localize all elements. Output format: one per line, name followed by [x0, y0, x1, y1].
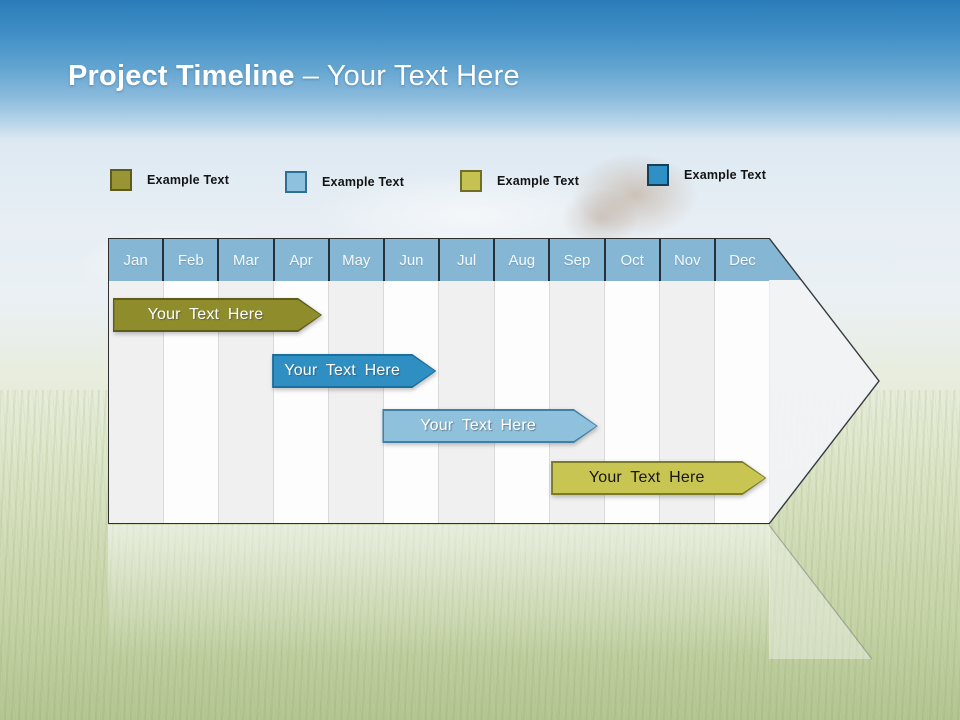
month-header-jul: Jul	[440, 239, 496, 281]
month-header-aug: Aug	[495, 239, 551, 281]
legend-swatch-icon	[285, 171, 307, 193]
legend-item-1: Example Text	[110, 169, 229, 191]
month-column-jul	[439, 281, 495, 523]
month-header-sep: Sep	[550, 239, 606, 281]
task-bar-fill	[384, 411, 596, 442]
task-bar-1[interactable]: Your Text Here	[113, 298, 322, 332]
task-bar-label: Your Text Here	[147, 306, 264, 323]
legend-label: Example Text	[684, 168, 767, 182]
month-header-dec: Dec	[715, 239, 770, 281]
month-column-aug	[494, 281, 550, 523]
task-bar-2[interactable]: Your Text Here	[272, 354, 436, 388]
legend-label: Example Text	[322, 175, 405, 189]
legend-swatch-icon	[460, 170, 482, 192]
month-header-feb: Feb	[164, 239, 220, 281]
month-header-oct: Oct	[605, 239, 661, 281]
slide-title: Project Timeline– Your Text Here	[68, 60, 888, 93]
task-bar-border	[382, 409, 597, 443]
legend-label: Example Text	[497, 174, 580, 188]
arrow-reflection	[769, 525, 873, 660]
task-bar-label: Your Text Here	[588, 469, 705, 486]
legend-swatch-icon	[647, 164, 669, 186]
task-bar-border	[272, 354, 436, 388]
task-bar-border	[551, 461, 766, 495]
month-header-mar: Mar	[219, 239, 275, 281]
task-bar-3[interactable]: Your Text Here	[382, 409, 597, 443]
task-bar-label: Your Text Here	[284, 362, 401, 379]
task-bar-label: Your Text Here	[420, 417, 536, 434]
legend-item-2: Example Text	[285, 171, 404, 193]
month-header-jun: Jun	[384, 239, 441, 281]
month-column-may	[329, 281, 385, 523]
legend-swatch-icon	[110, 169, 132, 191]
month-column-jun	[384, 281, 440, 523]
month-header-jan: Jan	[109, 239, 165, 281]
task-bar-fill	[553, 463, 765, 494]
task-bar-fill	[274, 356, 435, 387]
month-header-nov: Nov	[660, 239, 716, 281]
task-bar-fill	[114, 300, 320, 331]
legend-item-3: Example Text	[460, 170, 579, 192]
big-arrow-head	[769, 238, 880, 525]
month-header-may: May	[329, 239, 385, 281]
legend-label: Example Text	[147, 173, 230, 187]
title-emphasis: Project Timeline	[68, 60, 295, 92]
task-bar-4[interactable]: Your Text Here	[551, 461, 766, 495]
month-header-apr: Apr	[274, 239, 330, 281]
title-subtitle: – Your Text Here	[302, 60, 520, 92]
legend-item-4: Example Text	[647, 164, 766, 186]
table-reflection	[108, 525, 770, 657]
task-bar-border	[113, 298, 322, 332]
